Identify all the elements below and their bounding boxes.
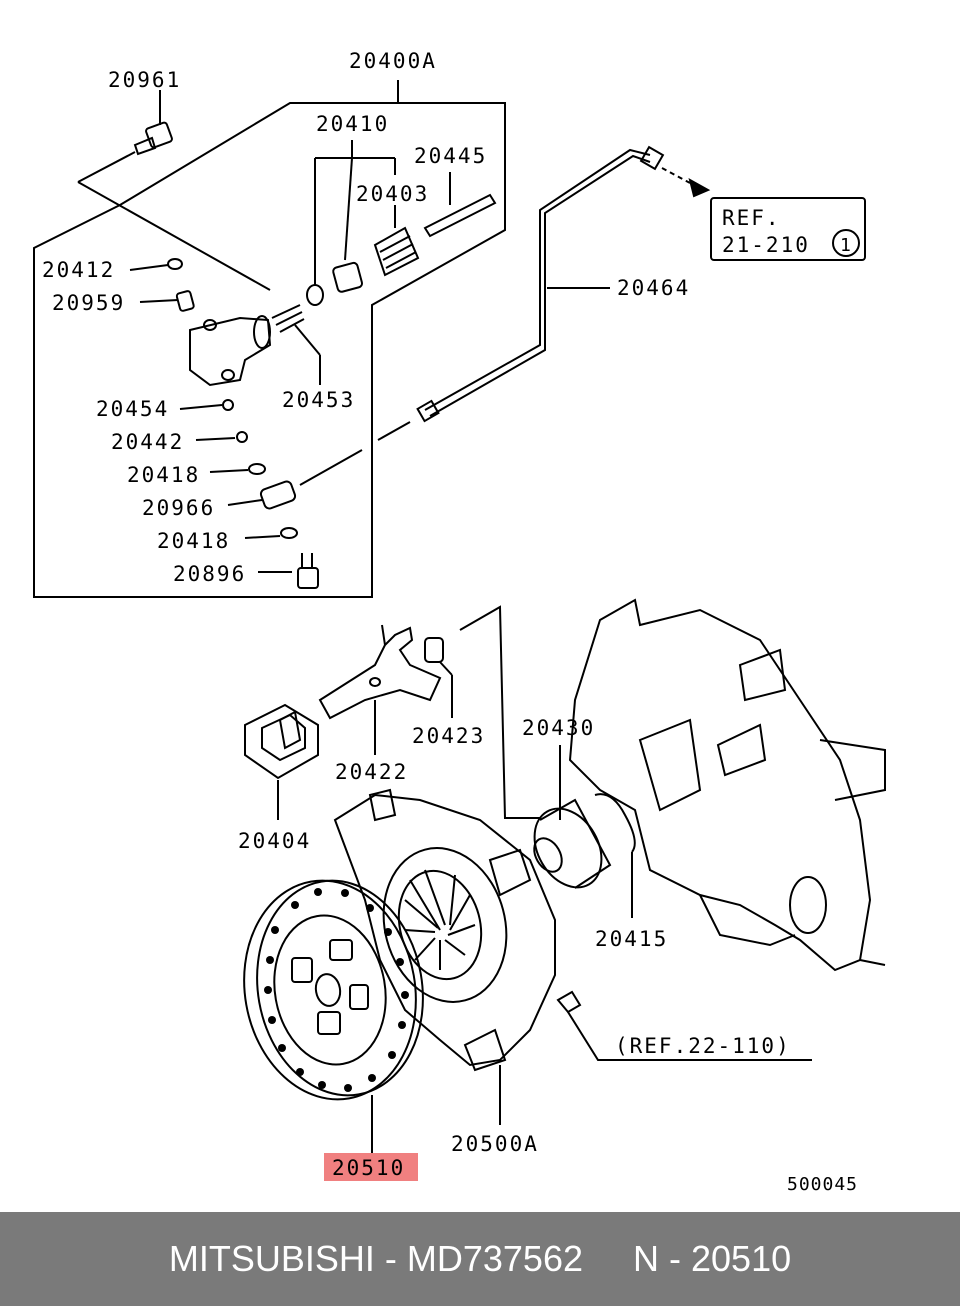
ref-label-line2: 21-210 bbox=[722, 233, 810, 257]
assembly-frame bbox=[33, 102, 506, 598]
ref-box bbox=[710, 197, 866, 261]
clutch-disc-icon bbox=[243, 879, 424, 1101]
label-20442: 20442 bbox=[111, 430, 184, 454]
clutch-pipe-icon bbox=[416, 145, 665, 423]
clip-icon bbox=[594, 793, 636, 853]
disc-rivets-icon bbox=[264, 888, 409, 1092]
label-20412: 20412 bbox=[42, 258, 115, 282]
label-20454: 20454 bbox=[96, 397, 169, 421]
release-fork-icon bbox=[318, 624, 442, 720]
spring-icon bbox=[271, 304, 305, 333]
ref-label-line1: REF. bbox=[722, 206, 781, 230]
release-bearing-icon bbox=[533, 798, 612, 889]
bolt-20961-icon bbox=[133, 90, 173, 156]
label-20404: 20404 bbox=[238, 829, 311, 853]
label-20959: 20959 bbox=[52, 291, 125, 315]
ref-22-110-label: (REF.22-110) bbox=[615, 1034, 791, 1058]
label-20410: 20410 bbox=[316, 112, 389, 136]
label-20403: 20403 bbox=[356, 182, 429, 206]
fork-boot-icon bbox=[244, 703, 319, 780]
boot-20403-icon bbox=[373, 226, 420, 277]
label-20430: 20430 bbox=[522, 716, 595, 740]
transmission-housing-icon bbox=[568, 598, 886, 972]
diagram-code: 500045 bbox=[787, 1174, 858, 1195]
ref-circle-number: 1 bbox=[840, 235, 852, 256]
label-20418-lower: 20418 bbox=[157, 529, 230, 553]
label-20422: 20422 bbox=[335, 760, 408, 784]
highlight-box bbox=[324, 1153, 418, 1181]
label-20423: 20423 bbox=[412, 724, 485, 748]
label-20418-upper: 20418 bbox=[127, 463, 200, 487]
release-cylinder-icon bbox=[189, 315, 272, 387]
union-bolt-icon bbox=[259, 480, 297, 510]
footer-bar: MITSUBISHI - MD737562 N - 20510 bbox=[0, 1212, 960, 1306]
label-20966: 20966 bbox=[142, 496, 215, 520]
label-20415: 20415 bbox=[595, 927, 668, 951]
footer-part-info: MITSUBISHI - MD737562 N - 20510 bbox=[168, 1238, 792, 1279]
label-20961: 20961 bbox=[108, 68, 181, 92]
label-20896: 20896 bbox=[173, 562, 246, 586]
diagram-svg: 20961 20400A 20410 20445 20403 20412 209… bbox=[33, 49, 886, 1195]
label-20510: 20510 bbox=[332, 1156, 405, 1180]
clutch-cover-icon bbox=[333, 788, 556, 1072]
label-20500a: 20500A bbox=[451, 1132, 539, 1156]
bleeder-bolt-icon bbox=[297, 553, 319, 589]
label-20400a: 20400A bbox=[349, 49, 437, 73]
label-20453: 20453 bbox=[282, 388, 355, 412]
label-20464: 20464 bbox=[617, 276, 690, 300]
label-20445: 20445 bbox=[414, 144, 487, 168]
push-rod-icon bbox=[423, 193, 497, 238]
